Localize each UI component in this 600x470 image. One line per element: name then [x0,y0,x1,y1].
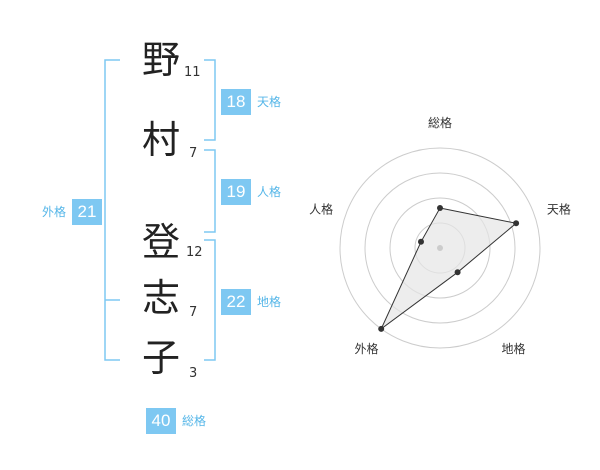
jinkaku-bracket [204,149,216,233]
radar-axis-label: 総格 [428,115,452,130]
stroke-count-1: 11 [184,65,201,80]
jinkaku-group: 19 人格 [221,179,281,205]
gaikaku-group: 外格 21 [42,199,103,225]
name-char-4: 志 [141,276,180,320]
radar-axis-label: 天格 [547,201,571,216]
jinkaku-value: 19 [221,179,251,205]
stroke-count-3: 12 [186,245,203,260]
radar-ring [389,197,491,299]
name-char-1: 野 [141,38,180,82]
chikaku-value: 22 [221,289,251,315]
tenkaku-label: 天格 [257,95,282,109]
gaikaku-bracket [104,59,120,361]
radar-center [437,245,443,251]
soukaku-value: 40 [146,408,176,434]
radar-point [378,325,385,332]
jinkaku-label: 人格 [257,185,282,199]
name-char-5: 子 [141,336,180,380]
radar-point [418,238,424,245]
radar-ring [364,172,516,324]
stroke-count-4: 7 [189,305,198,320]
tenkaku-bracket [204,59,216,141]
radar-axis-label: 地格 [501,341,525,356]
radar-axis-label: 外格 [354,341,378,356]
tenkaku-value: 18 [221,89,251,115]
radar-axis-label: 人格 [309,201,333,216]
soukaku-group: 40 総格 [146,408,206,434]
radar-point [454,269,461,276]
radar-points [378,205,520,332]
tenkaku-group: 18 天格 [221,89,281,115]
gaikaku-label: 外格 [42,205,67,219]
radar-point [513,220,520,227]
radar-polygon [380,207,518,330]
stroke-count-5: 3 [189,366,198,381]
radar-point [437,205,443,211]
chikaku-bracket [204,239,216,361]
stroke-count-2: 7 [189,146,198,161]
name-char-3: 登 [141,220,180,264]
chikaku-label: 地格 [257,295,282,309]
chikaku-group: 22 地格 [221,289,281,315]
gaikaku-value: 21 [72,199,103,225]
radar-rings [339,147,541,349]
name-char-2: 村 [141,118,180,162]
radar-ring [339,147,541,349]
soukaku-label: 総格 [182,414,207,428]
